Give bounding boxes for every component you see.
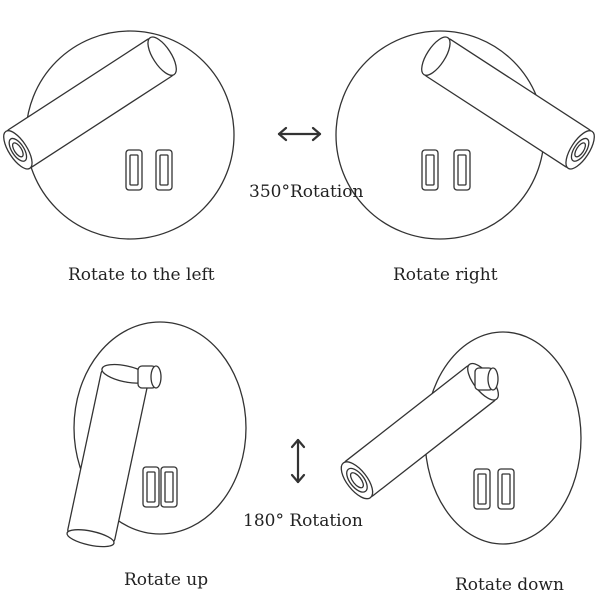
- usb-ports: [473, 468, 515, 510]
- caption-rotate-left: Rotate to the left: [68, 265, 215, 285]
- lamp-arm: [3, 36, 177, 170]
- pivot-knob: [474, 367, 499, 391]
- caption-rotate-down: Rotate down: [455, 575, 564, 595]
- lamp-rotate-right: [335, 30, 595, 240]
- lamp-rotate-up: [66, 321, 247, 548]
- vertical-rotation-label: 180° Rotation: [243, 511, 363, 531]
- caption-rotate-up: Rotate up: [124, 570, 209, 590]
- lamp-arm: [421, 36, 595, 170]
- lamp-arm: [66, 363, 150, 548]
- double-arrow-horizontal-icon: [277, 126, 322, 142]
- wall-plate: [424, 331, 582, 545]
- usb-ports: [421, 149, 471, 191]
- horizontal-rotation-label: 350°Rotation: [249, 182, 364, 202]
- usb-ports: [142, 466, 178, 508]
- pivot-knob: [137, 365, 162, 389]
- usb-ports: [125, 149, 173, 191]
- lamp-rotate-left: [3, 30, 235, 240]
- double-arrow-vertical-icon: [290, 438, 306, 484]
- lamp-rotate-down: [340, 331, 582, 545]
- lamp-arm: [340, 362, 499, 500]
- caption-rotate-right: Rotate right: [393, 265, 498, 285]
